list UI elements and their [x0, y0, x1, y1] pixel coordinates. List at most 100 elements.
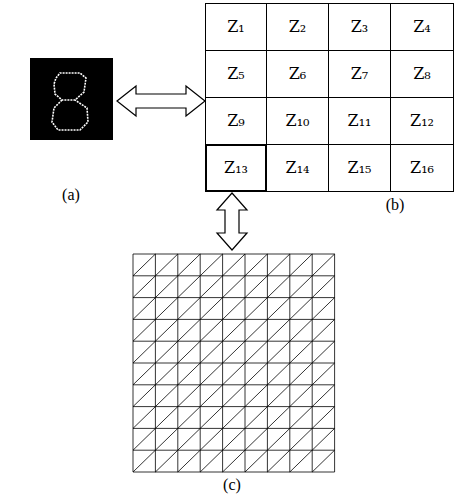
grid-cell: Z₉	[205, 97, 267, 145]
mesh-line	[200, 450, 222, 472]
cell-label: Z₉	[227, 111, 245, 130]
grid-cell: Z₁₂	[390, 97, 454, 145]
mesh-line	[312, 319, 334, 341]
mesh-line	[245, 319, 267, 341]
mesh-line	[133, 319, 155, 341]
mesh-line	[267, 363, 289, 385]
mesh-line	[200, 363, 222, 385]
grid-cell: Z₁	[205, 3, 267, 51]
mesh-line	[133, 275, 335, 276]
mesh-line	[245, 276, 267, 298]
mesh-line	[178, 319, 200, 341]
mesh-line	[178, 298, 200, 320]
mesh-line	[312, 363, 334, 385]
mesh-line	[290, 428, 312, 450]
cell-label: Z₁₀	[286, 111, 310, 130]
mesh-line	[267, 407, 289, 429]
mesh-line	[178, 428, 200, 450]
mesh-line	[133, 341, 335, 342]
grid-cell: Z₁₀	[266, 97, 329, 145]
grid-cell: Z₄	[390, 3, 454, 51]
mesh-line	[312, 385, 334, 407]
mesh-line	[133, 363, 155, 385]
mesh-line	[200, 385, 222, 407]
mesh-line	[200, 341, 222, 363]
digit-image	[30, 58, 113, 140]
mesh-line	[267, 298, 289, 320]
mesh-line	[245, 428, 267, 450]
mesh-line	[155, 319, 177, 341]
mesh-line	[312, 298, 334, 320]
mesh-line	[245, 298, 267, 320]
grid-cell: Z₈	[390, 50, 454, 98]
mesh-line	[223, 319, 245, 341]
cell-label: Z₆	[289, 64, 307, 83]
digit-eight	[52, 73, 88, 130]
mesh-line	[223, 450, 245, 472]
mesh-line	[133, 472, 335, 473]
grid-cell: Z₃	[328, 3, 391, 51]
mesh-line	[155, 276, 177, 298]
mesh-line	[290, 319, 312, 341]
mesh-line	[200, 276, 222, 298]
grid-cell: Z₂	[266, 3, 329, 51]
mesh-line	[290, 276, 312, 298]
mesh-line	[178, 407, 200, 429]
mesh-line	[200, 428, 222, 450]
mesh-line	[312, 276, 334, 298]
mesh-line	[133, 363, 335, 364]
mesh-line	[155, 363, 177, 385]
cell-label: Z₂	[289, 17, 307, 36]
mesh-line	[178, 341, 200, 363]
cell-label: Z₁₅	[348, 158, 372, 177]
mesh-line	[290, 407, 312, 429]
mesh-line	[200, 254, 222, 276]
cell-label: Z₇	[351, 64, 369, 83]
mesh-line	[155, 407, 177, 429]
cell-label: Z₁₁	[348, 111, 372, 130]
mesh-line	[312, 428, 334, 450]
grid-cell: Z₅	[205, 50, 267, 98]
cell-label: Z₁₆	[410, 158, 434, 177]
mesh-line	[155, 385, 177, 407]
cell-label: Z₈	[413, 64, 431, 83]
mesh-line	[245, 407, 267, 429]
mesh-line	[178, 363, 200, 385]
mesh-line	[155, 298, 177, 320]
mesh-line	[178, 254, 200, 276]
mesh-line	[267, 450, 289, 472]
mesh-line	[133, 406, 335, 407]
mesh-line	[312, 341, 334, 363]
mesh-line	[155, 341, 177, 363]
grid-cell: Z₆	[266, 50, 329, 98]
mesh-line	[267, 341, 289, 363]
grid-cell: Z₁₆	[390, 144, 454, 192]
mesh-line	[223, 276, 245, 298]
grid-cell: Z₁₄	[266, 144, 329, 192]
mesh-line	[133, 319, 335, 320]
mesh-line	[155, 428, 177, 450]
mesh-line	[267, 276, 289, 298]
mesh-line	[133, 428, 335, 429]
mesh-line	[223, 428, 245, 450]
mesh-line	[290, 450, 312, 472]
mesh-line	[133, 407, 155, 429]
cell-label: Z₄	[413, 17, 431, 36]
mesh-line	[178, 385, 200, 407]
grid-cell: Z₁₃	[205, 144, 267, 192]
mesh-line	[290, 363, 312, 385]
cell-label: Z₁	[227, 17, 245, 36]
mesh-line	[267, 254, 289, 276]
grid-cell: Z₁₅	[328, 144, 391, 192]
mesh-line	[200, 407, 222, 429]
mesh-line	[133, 341, 155, 363]
mesh-line	[245, 450, 267, 472]
mesh-line	[155, 450, 177, 472]
double-arrow	[217, 193, 247, 250]
mesh-line	[223, 298, 245, 320]
mesh-line	[200, 319, 222, 341]
mesh-line	[133, 297, 335, 298]
mesh-line	[133, 428, 155, 450]
mesh-line	[178, 276, 200, 298]
mesh-line	[267, 428, 289, 450]
